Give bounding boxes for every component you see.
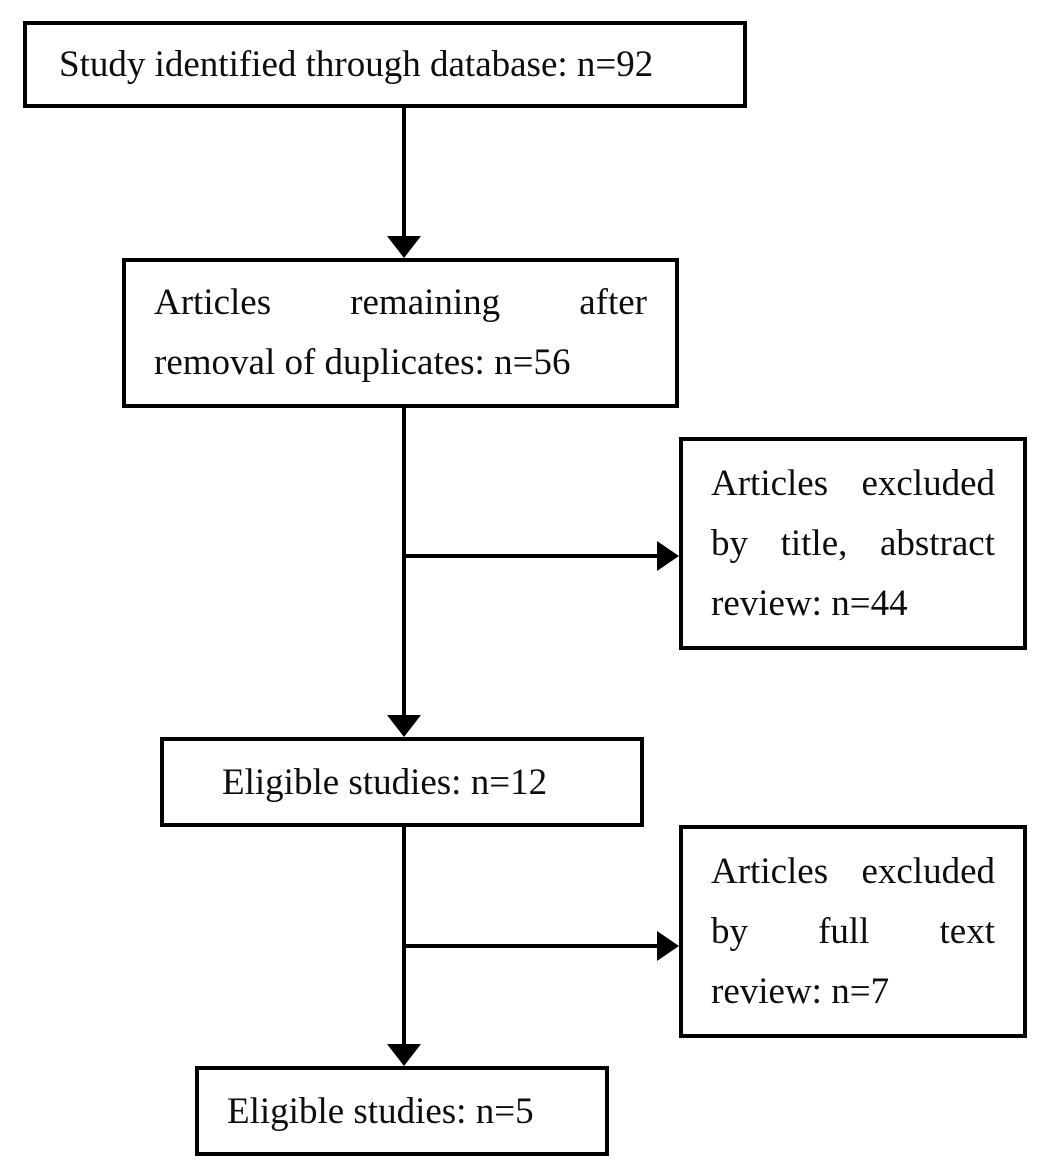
- box-excluded-title-abstract: Articles excluded by title, abstract rev…: [679, 437, 1027, 650]
- box-excluded-fulltext-line2: by full text: [711, 910, 995, 952]
- box-eligible-12-text: Eligible studies: n=12: [222, 761, 548, 803]
- box-excluded-full-text: Articles excluded by full text review: n…: [679, 825, 1027, 1038]
- box-excluded-fulltext-line3: review: n=7: [711, 970, 890, 1012]
- arrowhead-down-icon: [387, 715, 421, 737]
- arrowhead-right-icon: [657, 541, 679, 571]
- connector-deduplicated-to-eligible12: [402, 408, 406, 717]
- connector-identified-to-deduplicated: [402, 105, 406, 238]
- connector-branch-to-excluded-title: [404, 554, 660, 558]
- box-excluded-fulltext-line1: Articles excluded: [711, 850, 995, 892]
- box-eligible-studies-12: Eligible studies: n=12: [160, 737, 644, 827]
- box-eligible-5-text: Eligible studies: n=5: [227, 1090, 534, 1132]
- box-excluded-title-line2: by title, abstract: [711, 522, 995, 564]
- box-after-duplicates-removed: Articles remaining after removal of dupl…: [122, 258, 679, 408]
- box-studies-identified: Study identified through database: n=92: [23, 21, 747, 108]
- arrowhead-down-icon: [387, 1044, 421, 1066]
- connector-branch-to-excluded-fulltext: [404, 944, 660, 948]
- arrowhead-right-icon: [657, 931, 679, 961]
- box-after-duplicates-line1: Articles remaining after: [154, 282, 647, 323]
- box-excluded-title-line3: review: n=44: [711, 582, 908, 624]
- box-excluded-title-line1: Articles excluded: [711, 462, 995, 504]
- box-after-duplicates-line2: removal of duplicates: n=56: [154, 342, 571, 383]
- connector-eligible12-to-eligible5: [402, 827, 406, 1046]
- arrowhead-down-icon: [387, 236, 421, 258]
- box-studies-identified-text: Study identified through database: n=92: [59, 44, 654, 85]
- box-eligible-studies-5: Eligible studies: n=5: [195, 1066, 609, 1156]
